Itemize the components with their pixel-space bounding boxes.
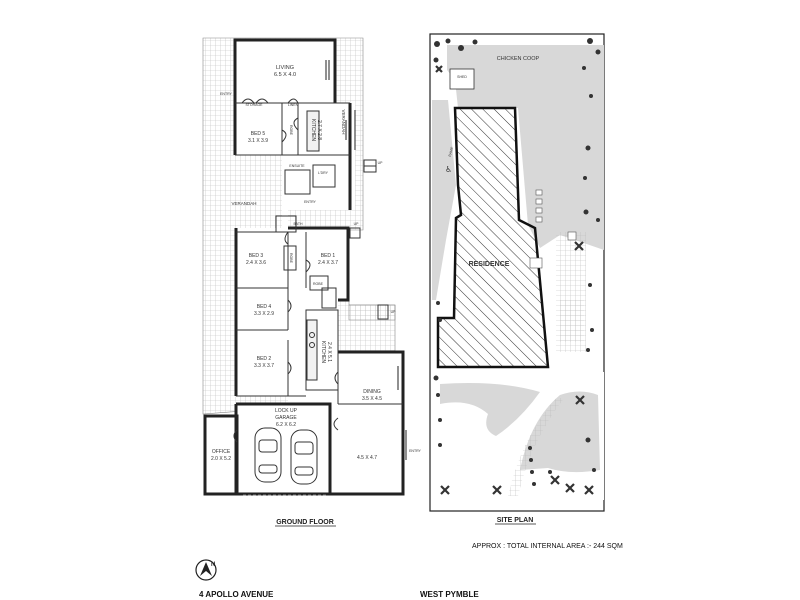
label-storage: STORAGE <box>245 103 263 107</box>
ground-floor-caption: GROUND FLOOR <box>276 519 334 526</box>
room-labels: LIVING 6.5 X 4.0 BED 5 3.1 X 3.9 KITCHEN… <box>211 65 382 462</box>
tree-icon <box>586 283 594 352</box>
kitchen-benches <box>306 110 320 381</box>
shed <box>449 68 475 90</box>
wheelchair-icon: ♿ <box>445 165 452 174</box>
room-dimension: 6.5 X 4.0 <box>274 72 296 78</box>
label-laundry: L'DRY <box>318 171 329 175</box>
label-robe: ROBE <box>289 253 293 264</box>
tree-icons <box>433 38 601 486</box>
lawn-area <box>520 391 600 473</box>
room-name: BED 2 <box>257 356 272 362</box>
label-verandah: VERANDAH <box>341 109 346 134</box>
steps <box>349 159 389 320</box>
room-name: LIVING <box>276 65 294 71</box>
small-labels: ENTRY STORAGE LINEN ROBE VERANDAH VERAND… <box>220 92 421 453</box>
windows <box>325 60 407 460</box>
room-name: OFFICE <box>212 449 231 455</box>
residence-footprint <box>436 106 550 369</box>
site-plan: SHED RESIDENCE RAMP ♿ CHICKEN COOP <box>429 33 605 525</box>
room-dimension: 3.5 X 4.5 <box>362 396 382 402</box>
label-verandah: VERANDAH <box>231 201 256 206</box>
tree-icon <box>436 209 600 322</box>
label-up: UP <box>378 161 384 165</box>
label-linen: LINEN <box>288 103 299 107</box>
shrub-icons <box>435 65 594 495</box>
lawn-area <box>447 45 604 250</box>
shed-label: SHED <box>457 75 467 79</box>
label-entry: ENTRY <box>409 449 421 453</box>
room-name: BED 5 <box>251 131 266 137</box>
room-name: DINING <box>363 389 381 395</box>
room-dimension: 3.3 X 2.9 <box>254 311 274 317</box>
room-dimension: 2.4 X 5.1 <box>326 342 332 362</box>
room-dimension: 2.7 X 2.8 <box>316 120 322 140</box>
driveway <box>508 398 564 496</box>
shrub-icon <box>574 241 584 251</box>
label-entry: ENTRY <box>304 200 316 204</box>
door-swings <box>233 98 339 443</box>
tree-icon <box>528 446 536 486</box>
exterior-walls <box>203 38 405 496</box>
total-area-text: APPROX : TOTAL INTERNAL AREA :- 244 SQM <box>472 543 623 550</box>
shrub-icon <box>440 485 450 495</box>
room-dimension: 3.1 X 3.9 <box>248 138 268 144</box>
label-robe: ROBE <box>313 282 324 286</box>
room-dimension: 2.4 X 3.7 <box>318 260 338 266</box>
chicken-coop-label: CHICKEN COOP <box>497 56 540 62</box>
room-dimension: 4.5 X 4.7 <box>357 455 377 461</box>
tree-icon <box>433 375 442 447</box>
room-name: BED 1 <box>321 253 336 259</box>
ground-floor-plan: LIVING 6.5 X 4.0 BED 5 3.1 X 3.9 KITCHEN… <box>202 37 422 527</box>
residence-label: RESIDENCE <box>469 261 510 268</box>
car-icon <box>290 429 318 485</box>
room-dimension: 3.3 X 3.7 <box>254 363 274 369</box>
car-icon <box>254 427 282 483</box>
north-arrow-icon: N <box>195 559 217 581</box>
lawn-area <box>432 100 456 300</box>
label-entry: ENTRY <box>220 92 232 96</box>
room-name: GARAGE <box>275 415 297 421</box>
label-up: UP <box>391 310 397 314</box>
room-name: BED 4 <box>257 304 272 310</box>
shrub-icon <box>565 483 575 493</box>
room-dimension: 2.0 X 5.2 <box>211 456 231 462</box>
tree-icon <box>433 38 601 63</box>
room-name: LOCK UP <box>275 408 298 414</box>
shrub-icon <box>584 485 594 495</box>
room-dimension: 2.4 X 3.6 <box>246 260 266 266</box>
lawn-area <box>440 383 540 436</box>
site-plan-caption: SITE PLAN <box>497 517 534 524</box>
suburb-name: WEST PYMBLE <box>420 590 479 599</box>
room-name: KITCHEN <box>320 341 326 363</box>
site-steps <box>529 189 577 269</box>
shrub-icon <box>575 395 585 405</box>
tree-icon <box>548 437 596 474</box>
tree-icon <box>582 66 593 180</box>
shrub-icon <box>435 65 443 73</box>
label-ensuite: ENSUITE <box>289 164 305 168</box>
ramp-label: RAMP <box>448 146 455 157</box>
room-name: KITCHEN <box>310 119 316 141</box>
label-bath: BATH <box>293 222 303 226</box>
tree-icon <box>434 38 478 51</box>
shrub-icon <box>492 485 502 495</box>
room-name: BED 3 <box>249 253 264 259</box>
label-robe: ROBE <box>289 125 293 136</box>
street-address: 4 APOLLO AVENUE <box>199 590 274 599</box>
label-up: UP <box>354 222 360 226</box>
shrub-icon <box>550 475 560 485</box>
room-dimension: 6.2 X 6.2 <box>276 422 296 428</box>
svg-text:N: N <box>211 562 215 568</box>
interior-walls <box>235 102 403 405</box>
